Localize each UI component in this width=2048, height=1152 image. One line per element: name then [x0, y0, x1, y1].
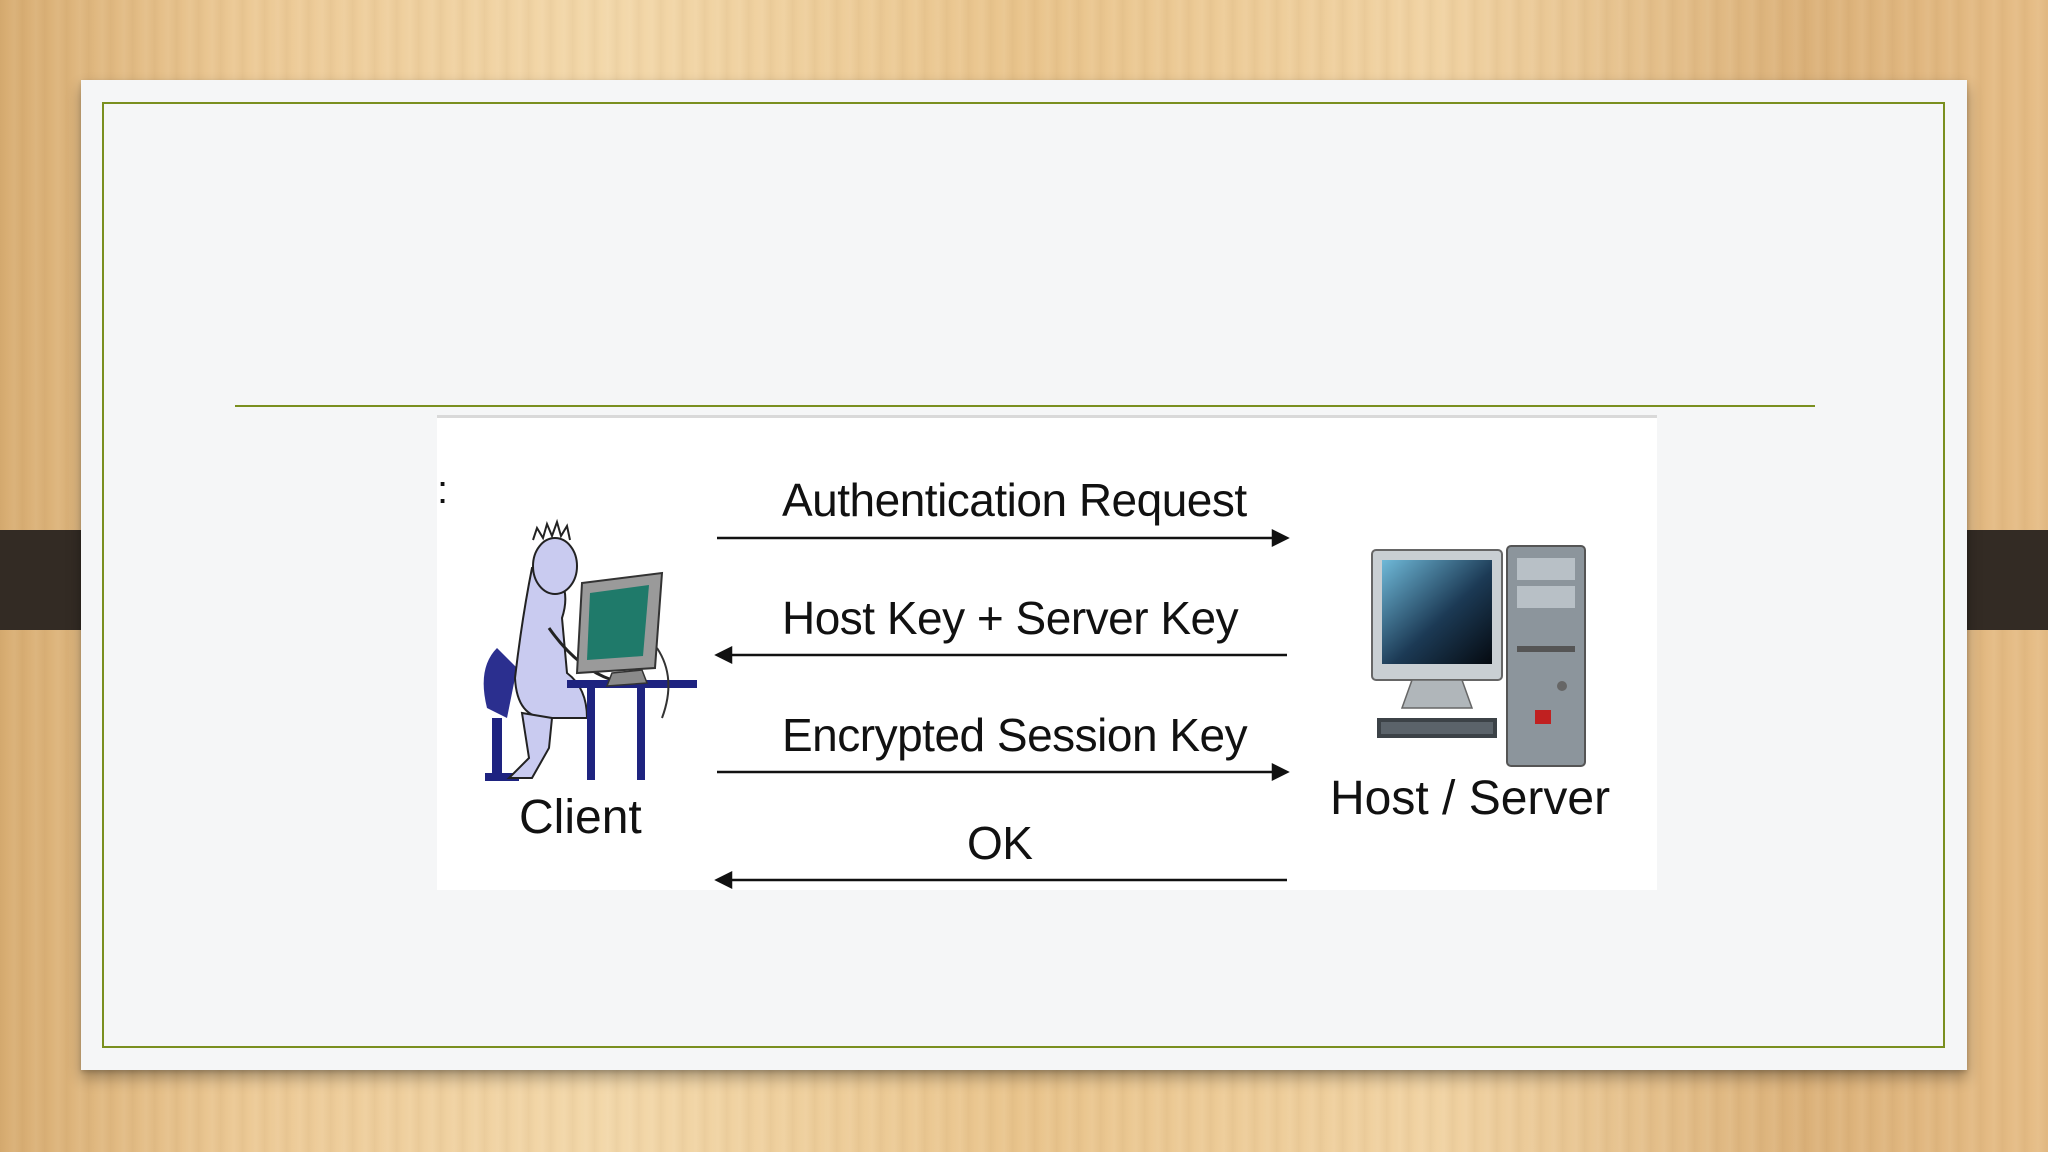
message-label-4: OK — [967, 816, 1032, 870]
message-arrow-2 — [717, 648, 1287, 662]
client-label: Client — [519, 790, 642, 845]
message-label-1: Authentication Request — [782, 473, 1247, 527]
message-arrow-1 — [717, 531, 1287, 545]
desktop-computer-icon — [1372, 546, 1585, 766]
server-label: Host / Server — [1330, 771, 1610, 826]
message-arrow-3 — [717, 765, 1287, 779]
title-divider — [235, 405, 1815, 407]
message-arrow-4 — [717, 873, 1287, 887]
message-label-2: Host Key + Server Key — [782, 591, 1238, 645]
ssh-handshake-diagram: : — [437, 415, 1657, 890]
message-label-3: Encrypted Session Key — [782, 708, 1247, 762]
person-at-computer-icon — [484, 522, 697, 781]
